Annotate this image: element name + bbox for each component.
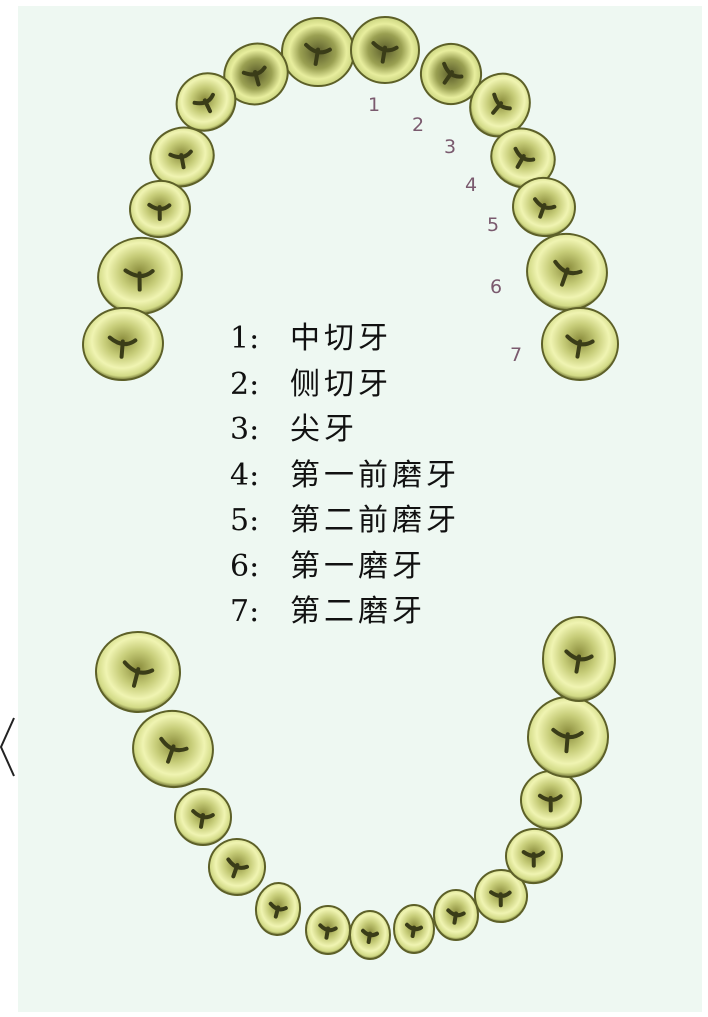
tooth-legend: 1:中切牙 2:侧切牙 3:尖牙 4:第一前磨牙 5:第二前磨牙 6:第一磨牙 …: [230, 316, 460, 635]
legend-tooth-name: 第一前磨牙: [290, 457, 460, 493]
lower-tooth: [305, 905, 351, 955]
tooth-number-2: 2: [412, 114, 425, 136]
upper-tooth: [350, 16, 420, 84]
legend-item: 2: 侧切牙: [230, 362, 460, 408]
upper-tooth: [526, 232, 608, 312]
lower-tooth: [474, 869, 528, 923]
upper-tooth: [97, 236, 183, 316]
legend-tooth-name: 第二磨牙: [290, 594, 426, 629]
upper-tooth: [129, 179, 191, 239]
lower-tooth: [132, 709, 214, 789]
legend-tooth-name: 尖牙: [290, 412, 358, 447]
legend-item: 7: 第二磨牙: [230, 589, 460, 635]
legend-tooth-name: 侧切牙: [290, 366, 392, 402]
upper-tooth: [149, 126, 215, 188]
legend-tooth-name: 第一磨牙: [290, 548, 426, 584]
lower-tooth: [208, 838, 266, 896]
lower-tooth: [95, 630, 181, 714]
legend-number: 1:: [230, 321, 260, 356]
upper-tooth: [175, 72, 237, 132]
lower-tooth: [433, 889, 479, 941]
lower-tooth: [542, 616, 616, 702]
legend-number: 5:: [230, 503, 260, 538]
legend-tooth-name: 中切牙: [290, 321, 392, 356]
legend-number: 6:: [230, 548, 260, 584]
upper-tooth: [490, 127, 556, 189]
lower-tooth: [393, 904, 435, 954]
legend-tooth-name: 第二前磨牙: [290, 503, 460, 538]
lower-tooth: [254, 882, 302, 936]
legend-number: 7:: [230, 594, 260, 629]
legend-item: 3: 尖牙: [230, 407, 460, 453]
legend-number: 2:: [230, 366, 260, 402]
tooth-number-4: 4: [465, 174, 478, 196]
legend-item: 6: 第一磨牙: [230, 544, 460, 590]
upper-arch: [82, 16, 619, 382]
tooth-number-6: 6: [490, 276, 503, 298]
lower-arch: [95, 616, 616, 960]
upper-tooth: [512, 176, 576, 238]
chevron-left-icon: [0, 717, 15, 777]
tooth-number-7: 7: [510, 344, 523, 366]
lower-tooth: [505, 827, 563, 885]
upper-tooth: [541, 307, 619, 381]
lower-tooth: [349, 910, 391, 960]
upper-tooth: [223, 42, 289, 106]
lower-tooth: [527, 696, 609, 778]
legend-number: 4:: [230, 457, 260, 493]
legend-item: 1: 中切牙: [230, 316, 460, 362]
lower-tooth: [174, 788, 232, 846]
legend-number: 3:: [230, 412, 260, 447]
upper-tooth: [82, 306, 164, 382]
legend-item: 4: 第一前磨牙: [230, 453, 460, 499]
upper-tooth: [469, 72, 531, 138]
tooth-number-3: 3: [444, 136, 457, 158]
legend-item: 5: 第二前磨牙: [230, 498, 460, 544]
upper-tooth: [281, 17, 355, 87]
lower-tooth: [520, 769, 582, 831]
tooth-number-5: 5: [487, 214, 500, 236]
tooth-number-1: 1: [368, 94, 381, 116]
diagram-background: [18, 6, 702, 1012]
